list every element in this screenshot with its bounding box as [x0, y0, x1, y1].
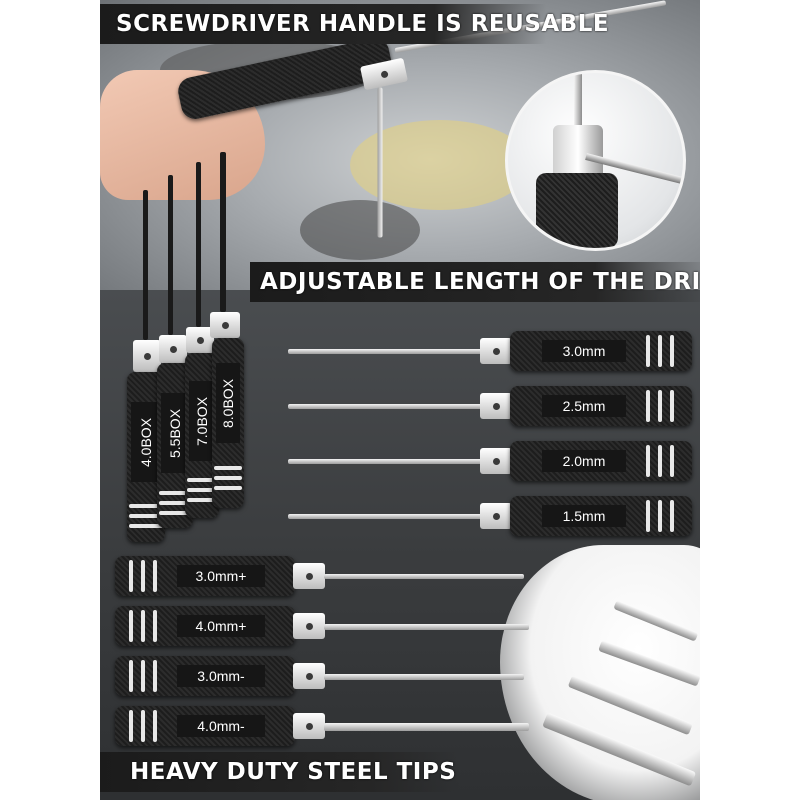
box-driver-collar-7	[186, 327, 214, 353]
handle-ring	[129, 524, 163, 528]
box-driver-handle-8: 8.0BOX	[212, 338, 244, 508]
tip-driver-handle-3m: 3.0mm-	[115, 656, 295, 696]
banner-top-text: SCREWDRIVER HANDLE IS REUSABLE	[116, 11, 610, 37]
collar-closeup-inset	[505, 70, 686, 251]
handle-ring	[670, 500, 674, 532]
handle-ring	[646, 335, 650, 367]
handle-ring	[646, 500, 650, 532]
handle-ring	[129, 610, 133, 642]
handle-ring	[129, 710, 133, 742]
box-driver-collar-4	[133, 340, 161, 372]
hex-driver-collar-15	[480, 503, 512, 529]
handle-ring	[646, 390, 650, 422]
tip-driver-shaft-3p	[324, 574, 524, 579]
hex-driver-shaft-3	[288, 349, 483, 354]
handle-ring	[187, 498, 217, 502]
box-driver-socket-7	[196, 162, 201, 327]
handle-ring	[159, 501, 191, 505]
handle-ring	[129, 560, 133, 592]
banner-bottom: HEAVY DUTY STEEL TIPS	[100, 752, 460, 792]
hex-driver-handle-2: 2.0mm	[510, 441, 692, 481]
tip-driver-label-4m: 4.0mm-	[177, 715, 265, 737]
box-driver-label-8: 8.0BOX	[216, 363, 240, 443]
tip-driver-shaft-4p	[324, 624, 529, 630]
handle-ring	[214, 466, 242, 470]
handle-ring	[141, 660, 145, 692]
handle-ring	[187, 478, 217, 482]
handle-ring	[153, 710, 157, 742]
handle-ring	[214, 476, 242, 480]
handle-ring	[153, 610, 157, 642]
box-driver-socket-4	[143, 190, 148, 340]
handle-ring	[153, 560, 157, 592]
handle-ring	[670, 390, 674, 422]
inset-shaft	[574, 73, 582, 143]
tip-driver-label-3m: 3.0mm-	[177, 665, 265, 687]
tip-driver-label-4p: 4.0mm+	[177, 615, 265, 637]
part-blur	[300, 200, 420, 260]
handle-ring	[159, 491, 191, 495]
handle-ring	[129, 504, 163, 508]
handle-ring	[141, 560, 145, 592]
hex-driver-label-25: 2.5mm	[542, 395, 626, 417]
handle-ring	[141, 710, 145, 742]
banner-middle-text: ADJUSTABLE LENGTH OF THE DRIVERS	[260, 269, 700, 295]
handle-ring	[670, 335, 674, 367]
handle-ring	[658, 390, 662, 422]
hex-driver-label-2: 2.0mm	[542, 450, 626, 472]
hex-driver-label-15: 1.5mm	[542, 505, 626, 527]
handle-ring	[129, 514, 163, 518]
banner-bottom-text: HEAVY DUTY STEEL TIPS	[130, 759, 457, 785]
tip-driver-handle-4m: 4.0mm-	[115, 706, 295, 746]
box-driver-collar-8	[210, 312, 240, 338]
hex-driver-label-3: 3.0mm	[542, 340, 626, 362]
box-driver-socket-8	[220, 152, 226, 312]
hex-driver-shaft-25	[288, 404, 483, 409]
hex-driver-collar-25	[480, 393, 512, 419]
handle-ring	[159, 511, 191, 515]
handle-ring	[646, 445, 650, 477]
hex-driver-handle-3: 3.0mm	[510, 331, 692, 371]
handle-ring	[129, 660, 133, 692]
hex-driver-collar-2	[480, 448, 512, 474]
hex-driver-shaft-2	[288, 459, 483, 464]
banner-middle: ADJUSTABLE LENGTH OF THE DRIVERS	[250, 262, 700, 302]
tip-driver-collar-4p	[293, 613, 325, 639]
handle-ring	[658, 500, 662, 532]
box-driver-collar-5	[159, 335, 187, 363]
hex-driver-collar-3	[480, 338, 512, 364]
handle-ring	[187, 488, 217, 492]
tip-driver-shaft-4m	[324, 723, 529, 731]
tip-driver-collar-3m	[293, 663, 325, 689]
handle-ring	[670, 445, 674, 477]
handle-ring	[141, 610, 145, 642]
tip-driver-handle-4p: 4.0mm+	[115, 606, 295, 646]
handle-ring	[214, 486, 242, 490]
hex-driver-handle-25: 2.5mm	[510, 386, 692, 426]
handle-ring	[658, 335, 662, 367]
handle-ring	[153, 660, 157, 692]
handle-ring	[658, 445, 662, 477]
product-image: SCREWDRIVER HANDLE IS REUSABLE ADJUSTABL…	[100, 0, 700, 800]
banner-top: SCREWDRIVER HANDLE IS REUSABLE	[100, 4, 609, 44]
tip-driver-handle-3p: 3.0mm+	[115, 556, 295, 596]
tip-driver-collar-3p	[293, 563, 325, 589]
box-driver-socket-5	[168, 175, 173, 335]
hex-key-shaft	[377, 87, 383, 238]
inset-collar	[553, 125, 603, 180]
tip-driver-label-3p: 3.0mm+	[177, 565, 265, 587]
hex-driver-shaft-15	[288, 514, 483, 519]
tip-driver-shaft-3m	[324, 674, 524, 680]
tip-driver-collar-4m	[293, 713, 325, 739]
inset-handle	[536, 173, 618, 248]
hex-driver-handle-15: 1.5mm	[510, 496, 692, 536]
